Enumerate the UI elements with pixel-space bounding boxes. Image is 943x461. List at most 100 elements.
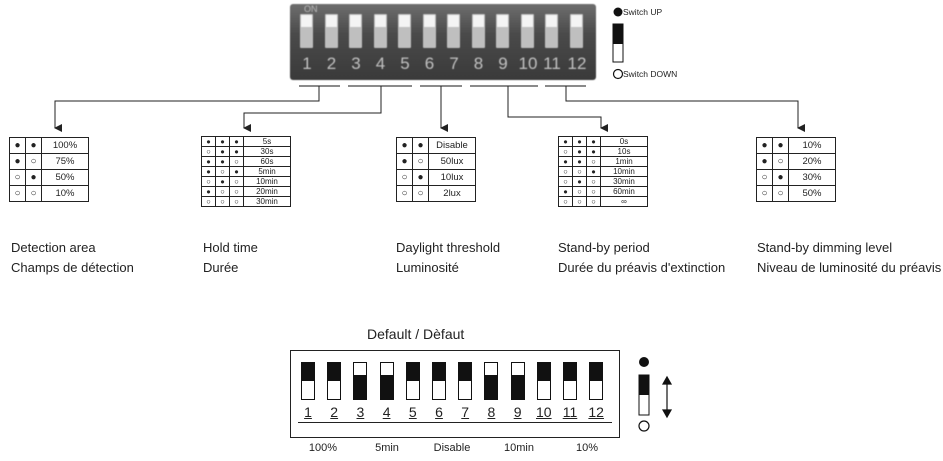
switch-down-dot-icon: ○ <box>756 185 773 202</box>
switch-up-dot-icon: ● <box>215 156 230 167</box>
switch-down-dot-icon: ○ <box>201 196 216 207</box>
switch-up-dot-icon: ● <box>412 169 429 186</box>
option-value: Disable <box>428 137 476 154</box>
switch-down-dot-icon: ○ <box>558 176 573 187</box>
option-value: 50% <box>788 185 836 202</box>
switch-up-dot-icon: ● <box>229 166 244 177</box>
connector-standby <box>507 86 608 132</box>
switch-up-dot <box>613 7 623 17</box>
photo-switch-number: 6 <box>424 54 435 73</box>
switch-up-dot-icon: ● <box>412 137 429 154</box>
default-switch <box>458 362 473 400</box>
option-value: 2lux <box>428 185 476 202</box>
switch-down-dot-icon: ○ <box>396 185 413 202</box>
switch-down-dot <box>638 420 650 432</box>
option-row: ●○50lux <box>396 153 476 170</box>
option-value: 60min <box>600 186 648 197</box>
switch-up-label: Switch UP <box>623 7 663 17</box>
option-row: ○○○30min <box>201 196 291 207</box>
default-switch-number: 5 <box>408 404 417 420</box>
option-value: 20% <box>788 153 836 170</box>
switch-down-dot-icon: ○ <box>572 196 587 207</box>
hold-time-table: ●●●5s○●●30s●●○60s●○●5min○●○10min●○○20min… <box>201 136 291 207</box>
switch-down-dot-icon: ○ <box>412 153 429 170</box>
switch-down-dot-icon: ○ <box>9 169 26 186</box>
photo-switch <box>324 14 338 48</box>
switch-down-dot-icon: ○ <box>229 186 244 197</box>
default-switch-number: 7 <box>461 404 470 420</box>
switch-up-dot-icon: ● <box>558 186 573 197</box>
option-value: ∞ <box>600 196 648 207</box>
option-value: 30min <box>243 196 291 207</box>
photo-switch <box>349 14 362 48</box>
option-value: 1min <box>600 156 648 167</box>
default-switch <box>301 362 315 400</box>
switch-down-dot-icon: ○ <box>572 166 587 177</box>
switch-up-dot <box>639 357 649 367</box>
photo-switch <box>569 14 583 48</box>
switch-up-dot-icon: ● <box>756 153 773 170</box>
connector-lines <box>54 85 805 132</box>
default-switch-number: 4 <box>382 404 391 420</box>
default-switch-number: 9 <box>513 404 522 420</box>
default-switch-number: 8 <box>487 404 496 420</box>
switch-down-dot-icon: ○ <box>412 185 429 202</box>
switch-up-dot-icon: ● <box>586 136 601 147</box>
switch-down-dot-icon: ○ <box>201 146 216 157</box>
photo-switch-number: 2 <box>326 54 337 73</box>
switch-up-dot-icon: ● <box>586 166 601 177</box>
option-row: ○○●10min <box>558 166 648 177</box>
daylight-threshold-table: ●●Disable●○50lux○●10lux○○2lux <box>396 137 476 202</box>
option-row: ○○50% <box>756 185 836 202</box>
photo-switch-number: 3 <box>351 54 361 73</box>
option-value: 5min <box>243 166 291 177</box>
photo-switch-number: 5 <box>400 54 410 73</box>
option-row: ●●●5s <box>201 136 291 147</box>
switch-down-dot-icon: ○ <box>396 169 413 186</box>
photo-switch-number: 8 <box>473 54 484 73</box>
option-value: 30% <box>788 169 836 186</box>
option-value: 10min <box>243 176 291 187</box>
option-value: 20min <box>243 186 291 197</box>
photo-switch-number: 10 <box>518 54 538 73</box>
switch-up-dot-icon: ● <box>9 153 26 170</box>
option-value: 30s <box>243 146 291 157</box>
switch-down-dot <box>612 68 624 80</box>
option-value: 50lux <box>428 153 476 170</box>
switch-down-dot-icon: ○ <box>229 176 244 187</box>
option-row: ○○2lux <box>396 185 476 202</box>
photo-switch <box>545 14 558 48</box>
option-row: ○●10lux <box>396 169 476 186</box>
option-value: 10% <box>788 137 836 154</box>
switch-down-dot-icon: ○ <box>215 196 230 207</box>
switch-up-dot-icon: ● <box>215 176 230 187</box>
option-row: ○●○10min <box>201 176 291 187</box>
default-switch <box>327 362 342 400</box>
switch-up-dot-icon: ● <box>25 137 42 154</box>
default-switch-number: 11 <box>562 404 578 420</box>
switch-down-dot-icon: ○ <box>756 169 773 186</box>
switch-up-dot-icon: ● <box>572 136 587 147</box>
default-switch-number: 6 <box>435 404 443 420</box>
photo-switch-number: 11 <box>543 54 561 73</box>
default-switch-number: 3 <box>356 404 365 420</box>
default-setting-label: 10% <box>575 442 599 454</box>
option-row: ●●10% <box>756 137 836 154</box>
default-switch <box>510 362 525 400</box>
photo-switch-number: 4 <box>375 54 386 73</box>
option-value: 10lux <box>428 169 476 186</box>
option-row: ●○●5min <box>201 166 291 177</box>
option-row: ●○20% <box>756 153 836 170</box>
switch-down-dot-icon: ○ <box>558 166 573 177</box>
option-row: ○○○∞ <box>558 196 648 207</box>
switch-down-label: Switch DOWN <box>623 69 678 79</box>
switch-up-dot-icon: ● <box>215 146 230 157</box>
switch-up-dot-icon: ● <box>215 136 230 147</box>
option-value: 5s <box>243 136 291 147</box>
default-title: Default / Dèfaut <box>367 326 465 342</box>
switch-up-dot-icon: ● <box>229 146 244 157</box>
switch-down-dot-icon: ○ <box>586 176 601 187</box>
option-row: ●●○60s <box>201 156 291 167</box>
